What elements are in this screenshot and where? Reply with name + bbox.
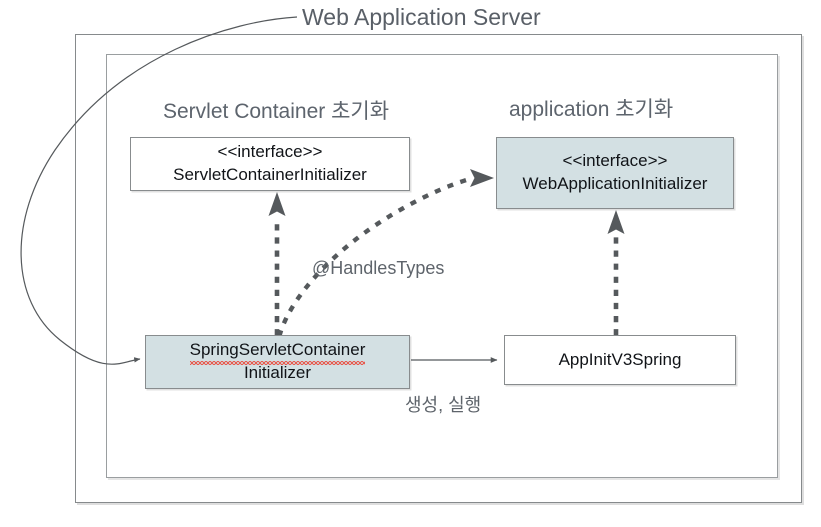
node-stereotype: <<interface>> <box>217 142 323 162</box>
node-spring-servlet-container-initializer[interactable]: SpringServletContainer Initializer <box>145 335 410 389</box>
misspelled-word: SpringServletContainer <box>189 339 365 365</box>
section-heading-application: application 초기화 <box>509 98 674 121</box>
node-servlet-container-initializer[interactable]: <<interface>> ServletContainerInitialize… <box>130 137 410 191</box>
diagram-title: Web Application Server <box>302 4 541 30</box>
node-web-application-initializer[interactable]: <<interface>> WebApplicationInitializer <box>496 137 734 209</box>
node-app-init-v3-spring[interactable]: AppInitV3Spring <box>504 335 736 385</box>
section-heading-servlet-container: Servlet Container 초기화 <box>163 100 390 123</box>
node-name-line-1: SpringServletContainer <box>189 339 365 365</box>
node-name: ServletContainerInitializer <box>173 165 367 184</box>
node-stereotype: <<interface>> <box>562 151 668 171</box>
node-name: AppInitV3Spring <box>558 349 682 369</box>
edge-label-create-run: 생성, 실행 <box>405 395 482 415</box>
node-name: WebApplicationInitializer <box>522 174 708 193</box>
node-name-line-2: Initializer <box>243 363 312 382</box>
edge-label-handles-types: @HandlesTypes <box>312 258 445 278</box>
